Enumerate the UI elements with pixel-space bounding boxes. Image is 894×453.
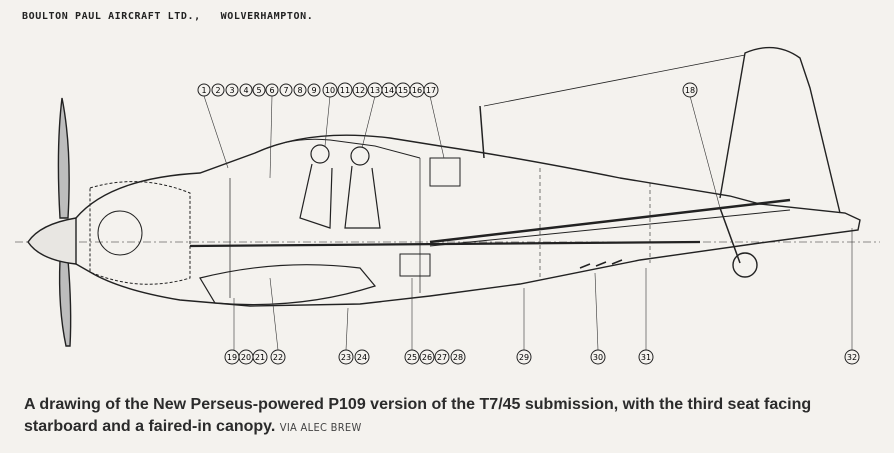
- callout-4: 4: [239, 83, 253, 97]
- svg-text:2: 2: [215, 86, 220, 95]
- svg-text:19: 19: [227, 353, 237, 362]
- company-city: WOLVERHAMPTON.: [220, 11, 314, 22]
- callout-1: 1: [197, 83, 211, 97]
- propeller-blade-lower: [58, 259, 72, 347]
- svg-text:21: 21: [255, 353, 265, 362]
- callout-22: 22: [270, 349, 286, 365]
- spinner: [27, 217, 77, 265]
- propeller-blade-upper: [57, 97, 70, 219]
- svg-text:20: 20: [241, 353, 251, 362]
- photo-credit: VIA ALEC BREW: [279, 421, 362, 434]
- svg-text:14: 14: [384, 86, 394, 95]
- pilot-body: [299, 163, 333, 229]
- svg-text:7: 7: [283, 86, 288, 95]
- aerial-mast: [479, 105, 485, 159]
- callout-32: 32: [844, 349, 860, 365]
- svg-text:26: 26: [422, 353, 432, 362]
- svg-text:16: 16: [412, 86, 422, 95]
- instructor-head: [350, 146, 370, 166]
- tailwheel: [732, 252, 758, 278]
- svg-text:25: 25: [407, 353, 417, 362]
- svg-text:1: 1: [201, 86, 206, 95]
- svg-text:23: 23: [341, 353, 351, 362]
- svg-text:4: 4: [243, 86, 248, 95]
- callout-7: 7: [279, 83, 293, 97]
- aircraft-cutaway-drawing: 1 2 3 4 5 6 7 8 9 10 11 12 13 14 15 16 1…: [15, 46, 880, 365]
- equipment-box: [429, 157, 461, 187]
- callout-23: 23: [338, 349, 354, 365]
- svg-text:18: 18: [685, 86, 695, 95]
- canopy: [254, 138, 421, 159]
- svg-text:31: 31: [641, 353, 651, 362]
- svg-text:9: 9: [311, 86, 316, 95]
- callout-25: 25: [404, 349, 420, 365]
- svg-text:28: 28: [453, 353, 463, 362]
- callout-21: 21: [252, 349, 268, 365]
- callout-19: 19: [224, 349, 240, 365]
- callout-13: 13: [367, 82, 383, 98]
- callout-8: 8: [293, 83, 307, 97]
- callout-14: 14: [381, 82, 397, 98]
- drawing-header: BOULTON PAUL AIRCRAFT LTD., WOLVERHAMPTO…: [22, 11, 313, 22]
- svg-text:24: 24: [357, 353, 367, 362]
- svg-text:5: 5: [256, 86, 261, 95]
- svg-text:27: 27: [437, 353, 447, 362]
- pilot-head: [310, 144, 330, 164]
- engine-outline: [89, 181, 191, 285]
- callout-26: 26: [419, 349, 435, 365]
- svg-text:6: 6: [269, 86, 274, 95]
- company-name: BOULTON PAUL AIRCRAFT LTD.,: [22, 11, 201, 22]
- svg-text:32: 32: [847, 353, 857, 362]
- svg-text:3: 3: [229, 86, 234, 95]
- svg-text:12: 12: [355, 86, 365, 95]
- callout-10: 10: [322, 82, 338, 98]
- svg-text:22: 22: [273, 353, 283, 362]
- callout-9: 9: [307, 83, 321, 97]
- callout-12: 12: [352, 82, 368, 98]
- instructor-body: [344, 165, 381, 229]
- svg-text:30: 30: [593, 353, 603, 362]
- callout-16: 16: [409, 82, 425, 98]
- tailwheel-strut: [719, 207, 741, 264]
- callout-2: 2: [211, 83, 225, 97]
- callout-15: 15: [395, 82, 411, 98]
- callout-29: 29: [516, 349, 532, 365]
- svg-text:13: 13: [370, 86, 380, 95]
- callout-17: 17: [423, 82, 439, 98]
- callout-27: 27: [434, 349, 450, 365]
- figure-caption: A drawing of the New Perseus-powered P10…: [24, 394, 874, 439]
- callout-6: 6: [265, 83, 279, 97]
- callout-18: 18: [682, 82, 698, 98]
- caption-text: A drawing of the New Perseus-powered P10…: [24, 396, 812, 435]
- callout-30: 30: [590, 349, 606, 365]
- callout-24: 24: [354, 349, 370, 365]
- callout-3: 3: [225, 83, 239, 97]
- svg-text:10: 10: [325, 86, 335, 95]
- svg-text:17: 17: [426, 86, 436, 95]
- wing-section: [199, 264, 377, 306]
- svg-text:15: 15: [398, 86, 408, 95]
- fuselage-outline: [75, 134, 861, 307]
- callout-31: 31: [638, 349, 654, 365]
- svg-text:8: 8: [297, 86, 302, 95]
- callout-28: 28: [450, 349, 466, 365]
- callout-11: 11: [337, 82, 353, 98]
- svg-text:29: 29: [519, 353, 529, 362]
- svg-text:11: 11: [340, 86, 350, 95]
- tail-fin: [719, 46, 841, 214]
- callout-20: 20: [238, 349, 254, 365]
- callout-5: 5: [252, 83, 266, 97]
